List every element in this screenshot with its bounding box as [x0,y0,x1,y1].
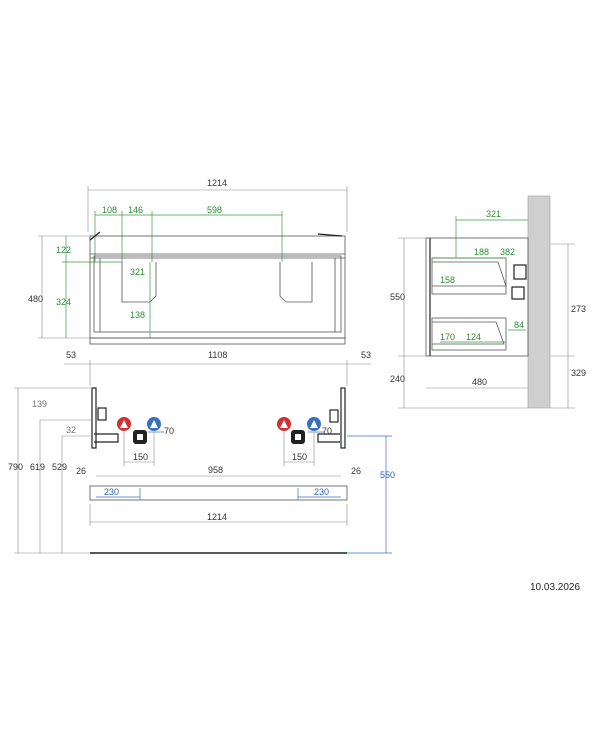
side-upper-382: 382 [500,247,515,257]
install-blue-230-right: 230 [314,487,329,497]
hot-water-icon-left [117,417,131,431]
front-inner-138: 138 [130,310,145,320]
side-view: 321 188 382 158 170 124 84 550 240 480 [390,195,586,409]
install-right-26: 26 [351,466,361,476]
install-blue-230-left: 230 [104,487,119,497]
install-view: 53 1108 53 70 [8,350,395,554]
side-left-550: 550 [390,292,405,302]
front-inner-321: 321 [130,267,145,277]
install-bottom-1214: 1214 [207,512,227,522]
front-width-label: 1214 [207,178,227,188]
side-upper-158: 158 [440,275,455,285]
hot-water-icon-right [277,417,291,431]
install-top-1108: 1108 [208,350,227,360]
front-dim-146: 146 [128,205,143,215]
drawing-date: 10.03.2026 [530,582,581,593]
cold-water-icon-right [307,417,321,431]
wall [527,195,551,409]
side-lower-84: 84 [514,320,524,330]
front-view: 1214 108 146 598 480 122 324 321 [28,178,348,345]
install-958: 958 [208,465,223,475]
install-150-left: 150 [133,452,148,462]
socket-icon [513,264,527,280]
side-lower-124: 124 [466,332,481,342]
install-left-790: 790 [8,462,23,472]
connector-icon [511,286,525,300]
side-upper-188: 188 [474,247,489,257]
cold-water-icon-left [147,417,161,431]
front-dim-598: 598 [207,205,222,215]
front-height-label: 480 [28,294,43,304]
install-top-53-right: 53 [361,350,371,360]
side-top-321: 321 [486,209,501,219]
install-left-139: 139 [32,399,47,409]
install-150-right: 150 [292,452,307,462]
install-70-left: 70 [164,426,174,436]
side-left-240: 240 [390,374,405,384]
install-left-529: 529 [52,462,67,472]
side-right-329: 329 [571,368,586,378]
front-left-324: 324 [56,297,71,307]
install-left-26: 26 [76,466,86,476]
install-70-right: 70 [322,426,332,436]
front-dim-108: 108 [102,205,117,215]
side-right-273: 273 [571,304,586,314]
install-height-550: 550 [380,470,395,480]
front-left-122: 122 [56,245,71,255]
side-lower-170: 170 [440,332,455,342]
side-depth-480: 480 [472,377,487,387]
install-left-32: 32 [66,425,76,435]
install-top-53-left: 53 [66,350,76,360]
install-left-619: 619 [30,462,45,472]
